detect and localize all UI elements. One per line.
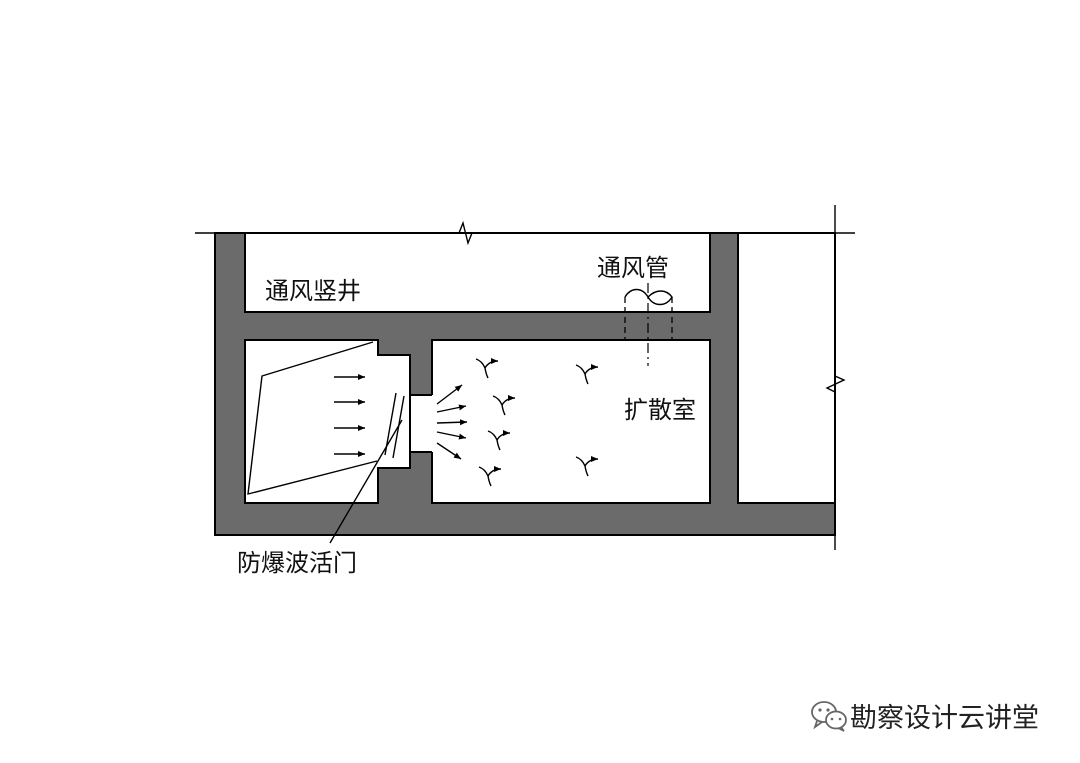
- wall-opening-edges: [409, 394, 432, 453]
- airflow-symbol: [478, 466, 502, 487]
- pipe-cut-mark: [624, 288, 673, 306]
- airflow-symbol: [487, 430, 511, 451]
- watermark-text: 勘察设计云讲堂: [850, 703, 1039, 734]
- diffusion-arrow: [436, 384, 463, 405]
- airflow-symbols: [475, 358, 599, 487]
- diffusion-arrow: [436, 442, 462, 460]
- right-break-line: [825, 205, 846, 550]
- valve-room: [244, 339, 411, 504]
- expansion-chamber: [432, 340, 710, 503]
- diffusion-arrow: [436, 431, 467, 440]
- expansion-chamber-outline: [431, 339, 711, 504]
- open-flap: [247, 341, 378, 495]
- label-blast-valve: 防爆波活门: [237, 549, 357, 577]
- label-ventilation-shaft: 通风竖井: [265, 277, 361, 305]
- ventilation-pipe: [624, 283, 673, 366]
- top-break-line: [195, 220, 855, 246]
- label-ventilation-pipe: 通风管: [597, 254, 669, 282]
- label-expansion-chamber: 扩散室: [624, 396, 696, 424]
- valve-leader-line: [329, 419, 403, 544]
- diffusion-arrow: [436, 419, 468, 426]
- wechat-icon: [811, 701, 847, 732]
- diffusion-arrows: [436, 384, 468, 460]
- adjacent-space: [737, 232, 836, 504]
- airflow-symbol: [575, 456, 599, 477]
- inflow-arrows: [334, 374, 365, 457]
- wall-opening: [409, 395, 434, 452]
- airflow-symbol: [475, 358, 499, 379]
- pipe-walls: [624, 297, 673, 340]
- ventilation-shaft: [244, 232, 711, 313]
- airflow-symbol: [492, 395, 516, 416]
- diffusion-arrow: [436, 404, 467, 413]
- airflow-symbol: [575, 364, 599, 385]
